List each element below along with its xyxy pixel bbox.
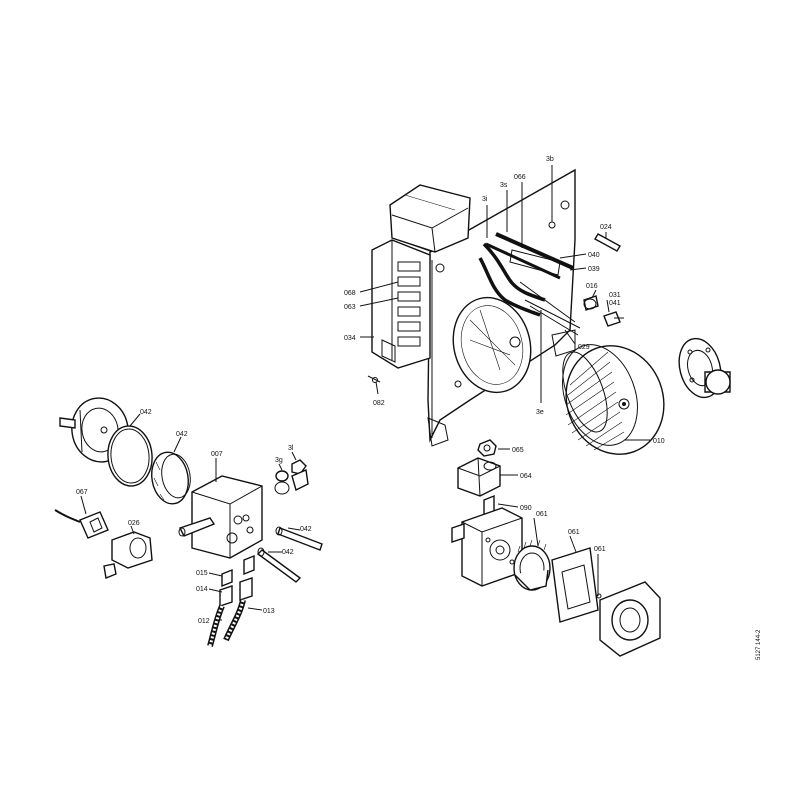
callout-061-gear: 061: [536, 511, 548, 518]
callout-068: 068: [344, 290, 356, 297]
callout-065: 065: [512, 447, 524, 454]
callout-031: 031: [609, 292, 621, 299]
locking-ring: [151, 451, 191, 505]
drawing-number: 5127 144-2: [756, 629, 762, 660]
callout-039: 039: [588, 266, 600, 273]
callout-090: 090: [520, 505, 532, 512]
callout-3g: 3g: [275, 457, 283, 464]
transformer: [389, 184, 471, 257]
callout-041: 041: [609, 300, 621, 307]
nozzle-fittings: [583, 295, 624, 327]
leader-lines: [80, 165, 650, 621]
oil-pump: [451, 507, 523, 587]
fan-housing-opening: [452, 296, 576, 394]
callout-3i: 3i: [482, 196, 488, 203]
callout-007: 007: [211, 451, 223, 458]
callout-067: 067: [76, 489, 88, 496]
callout-014: 014: [196, 586, 208, 593]
nut-065: [477, 439, 497, 457]
ignition-electrodes: [478, 232, 581, 336]
pump-gasket: [551, 547, 599, 623]
callout-015: 015: [196, 570, 208, 577]
motor-flange: [678, 337, 731, 399]
callout-3e: 3e: [536, 409, 544, 416]
callout-3b: 3b: [546, 156, 554, 163]
o-ring: [107, 425, 153, 487]
coil-026: [103, 531, 153, 579]
oil-hoses: [207, 554, 255, 647]
callout-042-ring: 042: [176, 431, 188, 438]
callout-066: 066: [514, 174, 526, 181]
callout-061-cover: 061: [594, 546, 606, 553]
callout-042-bolt-lower: 042: [282, 549, 294, 556]
callout-3s: 3s: [500, 182, 508, 189]
plug-connector: [54, 509, 109, 539]
callout-082: 082: [373, 400, 385, 407]
blower-wheel: [562, 344, 665, 455]
callout-016: 016: [586, 283, 598, 290]
callout-3l: 3l: [288, 445, 294, 452]
callout-024: 024: [600, 224, 612, 231]
callout-012: 012: [198, 618, 210, 625]
callout-064: 064: [520, 473, 532, 480]
callout-010: 010: [653, 438, 665, 445]
callout-042-bolt-upper: 042: [300, 526, 312, 533]
callout-013: 013: [263, 608, 275, 615]
control-unit: [371, 239, 431, 369]
screw-082: [367, 375, 381, 383]
callout-029: 029: [578, 344, 590, 351]
bolts-042: [256, 526, 323, 583]
callout-026: 026: [128, 520, 140, 527]
callout-040: 040: [588, 252, 600, 259]
callout-labels: 3b 3s 3i 066 024 040 039 016 031 041 068…: [76, 156, 762, 660]
callout-061-gasket: 061: [568, 529, 580, 536]
pump-gear: [513, 539, 551, 591]
pin-024: [594, 233, 621, 252]
small-fittings-3g-3l: [274, 459, 309, 495]
callout-042-oring: 042: [140, 409, 152, 416]
callout-034: 034: [344, 335, 356, 342]
callout-063: 063: [344, 304, 356, 311]
valve-block: [178, 475, 263, 559]
pump-cover: [596, 581, 661, 657]
